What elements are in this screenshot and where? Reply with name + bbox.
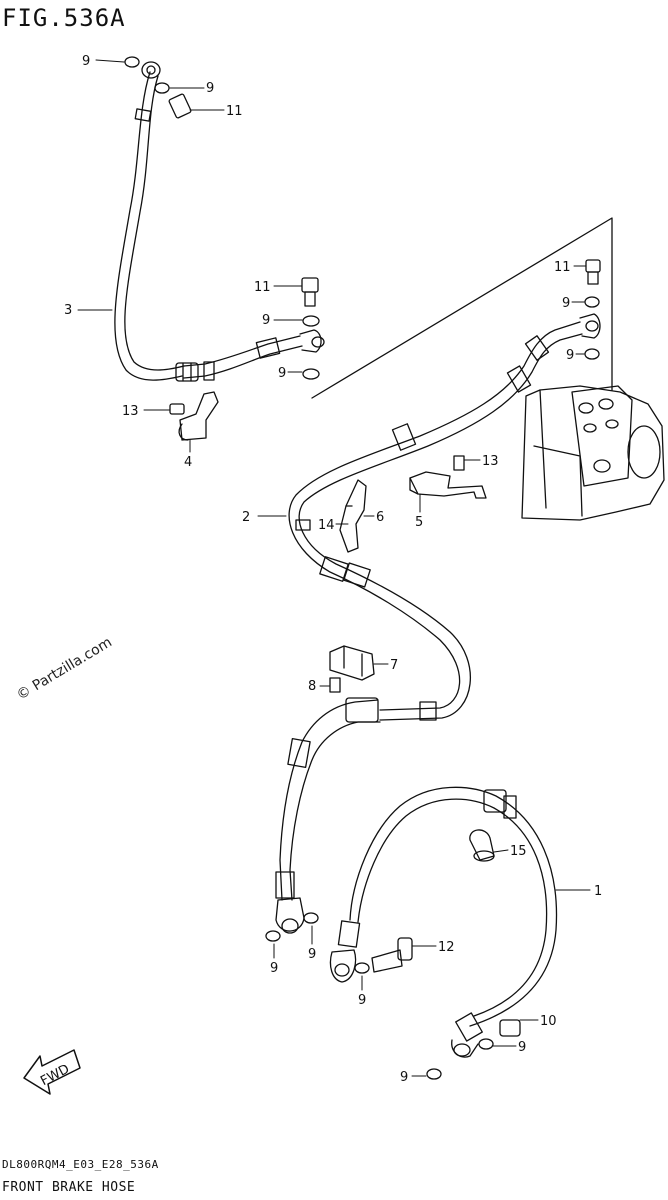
callout-11: 11 — [254, 280, 271, 295]
fwd-arrow: FWD — [23, 1049, 81, 1095]
callout-11: 11 — [554, 260, 571, 275]
callout-15: 15 — [510, 844, 527, 859]
callout-9: 9 — [518, 1040, 526, 1055]
callout-9: 9 — [82, 54, 90, 69]
callout-8: 8 — [308, 679, 316, 694]
callout-6: 6 — [376, 510, 384, 525]
leader-lines — [77, 59, 591, 1077]
callout-9: 9 — [262, 313, 270, 328]
hose-upper-junction — [275, 697, 381, 934]
callout-13: 13 — [482, 454, 499, 469]
diagram-caption: FRONT BRAKE HOSE — [2, 1180, 136, 1195]
clamp-5 — [409, 471, 487, 499]
clamp-15 — [469, 829, 495, 862]
callout-4: 4 — [184, 455, 192, 470]
figure-title: FIG.536A — [2, 4, 126, 32]
hose-3 — [114, 61, 325, 382]
hose-2 — [288, 313, 601, 721]
callout-12: 12 — [438, 940, 455, 955]
callout-9: 9 — [400, 1070, 408, 1085]
hose-1 — [329, 786, 558, 1058]
callout-10: 10 — [540, 1014, 557, 1029]
callout-9: 9 — [308, 947, 316, 962]
callout-9: 9 — [358, 993, 366, 1008]
bracket-6 — [339, 479, 367, 553]
callout-14: 14 — [318, 518, 335, 533]
callout-9: 9 — [562, 296, 570, 311]
callout-13: 13 — [122, 404, 139, 419]
reference-line — [311, 217, 613, 399]
callout-3: 3 — [64, 303, 72, 318]
clamp-7 — [329, 645, 375, 681]
callout-7: 7 — [390, 658, 398, 673]
callout-9: 9 — [206, 81, 214, 96]
fasteners — [124, 56, 601, 1080]
callout-9: 9 — [278, 366, 286, 381]
callout-11: 11 — [226, 104, 243, 119]
callout-labels: 9 9 11 3 11 9 9 13 4 11 9 9 13 5 2 14 6 … — [64, 54, 602, 1085]
callout-5: 5 — [415, 515, 423, 530]
bracket-4 — [169, 391, 219, 441]
callout-9: 9 — [270, 961, 278, 976]
callout-1: 1 — [594, 884, 602, 899]
diagram-code: DL800RQM4_E03_E28_536A — [2, 1158, 159, 1171]
callout-2: 2 — [242, 510, 250, 525]
callout-9: 9 — [566, 348, 574, 363]
abs-unit — [521, 385, 665, 521]
